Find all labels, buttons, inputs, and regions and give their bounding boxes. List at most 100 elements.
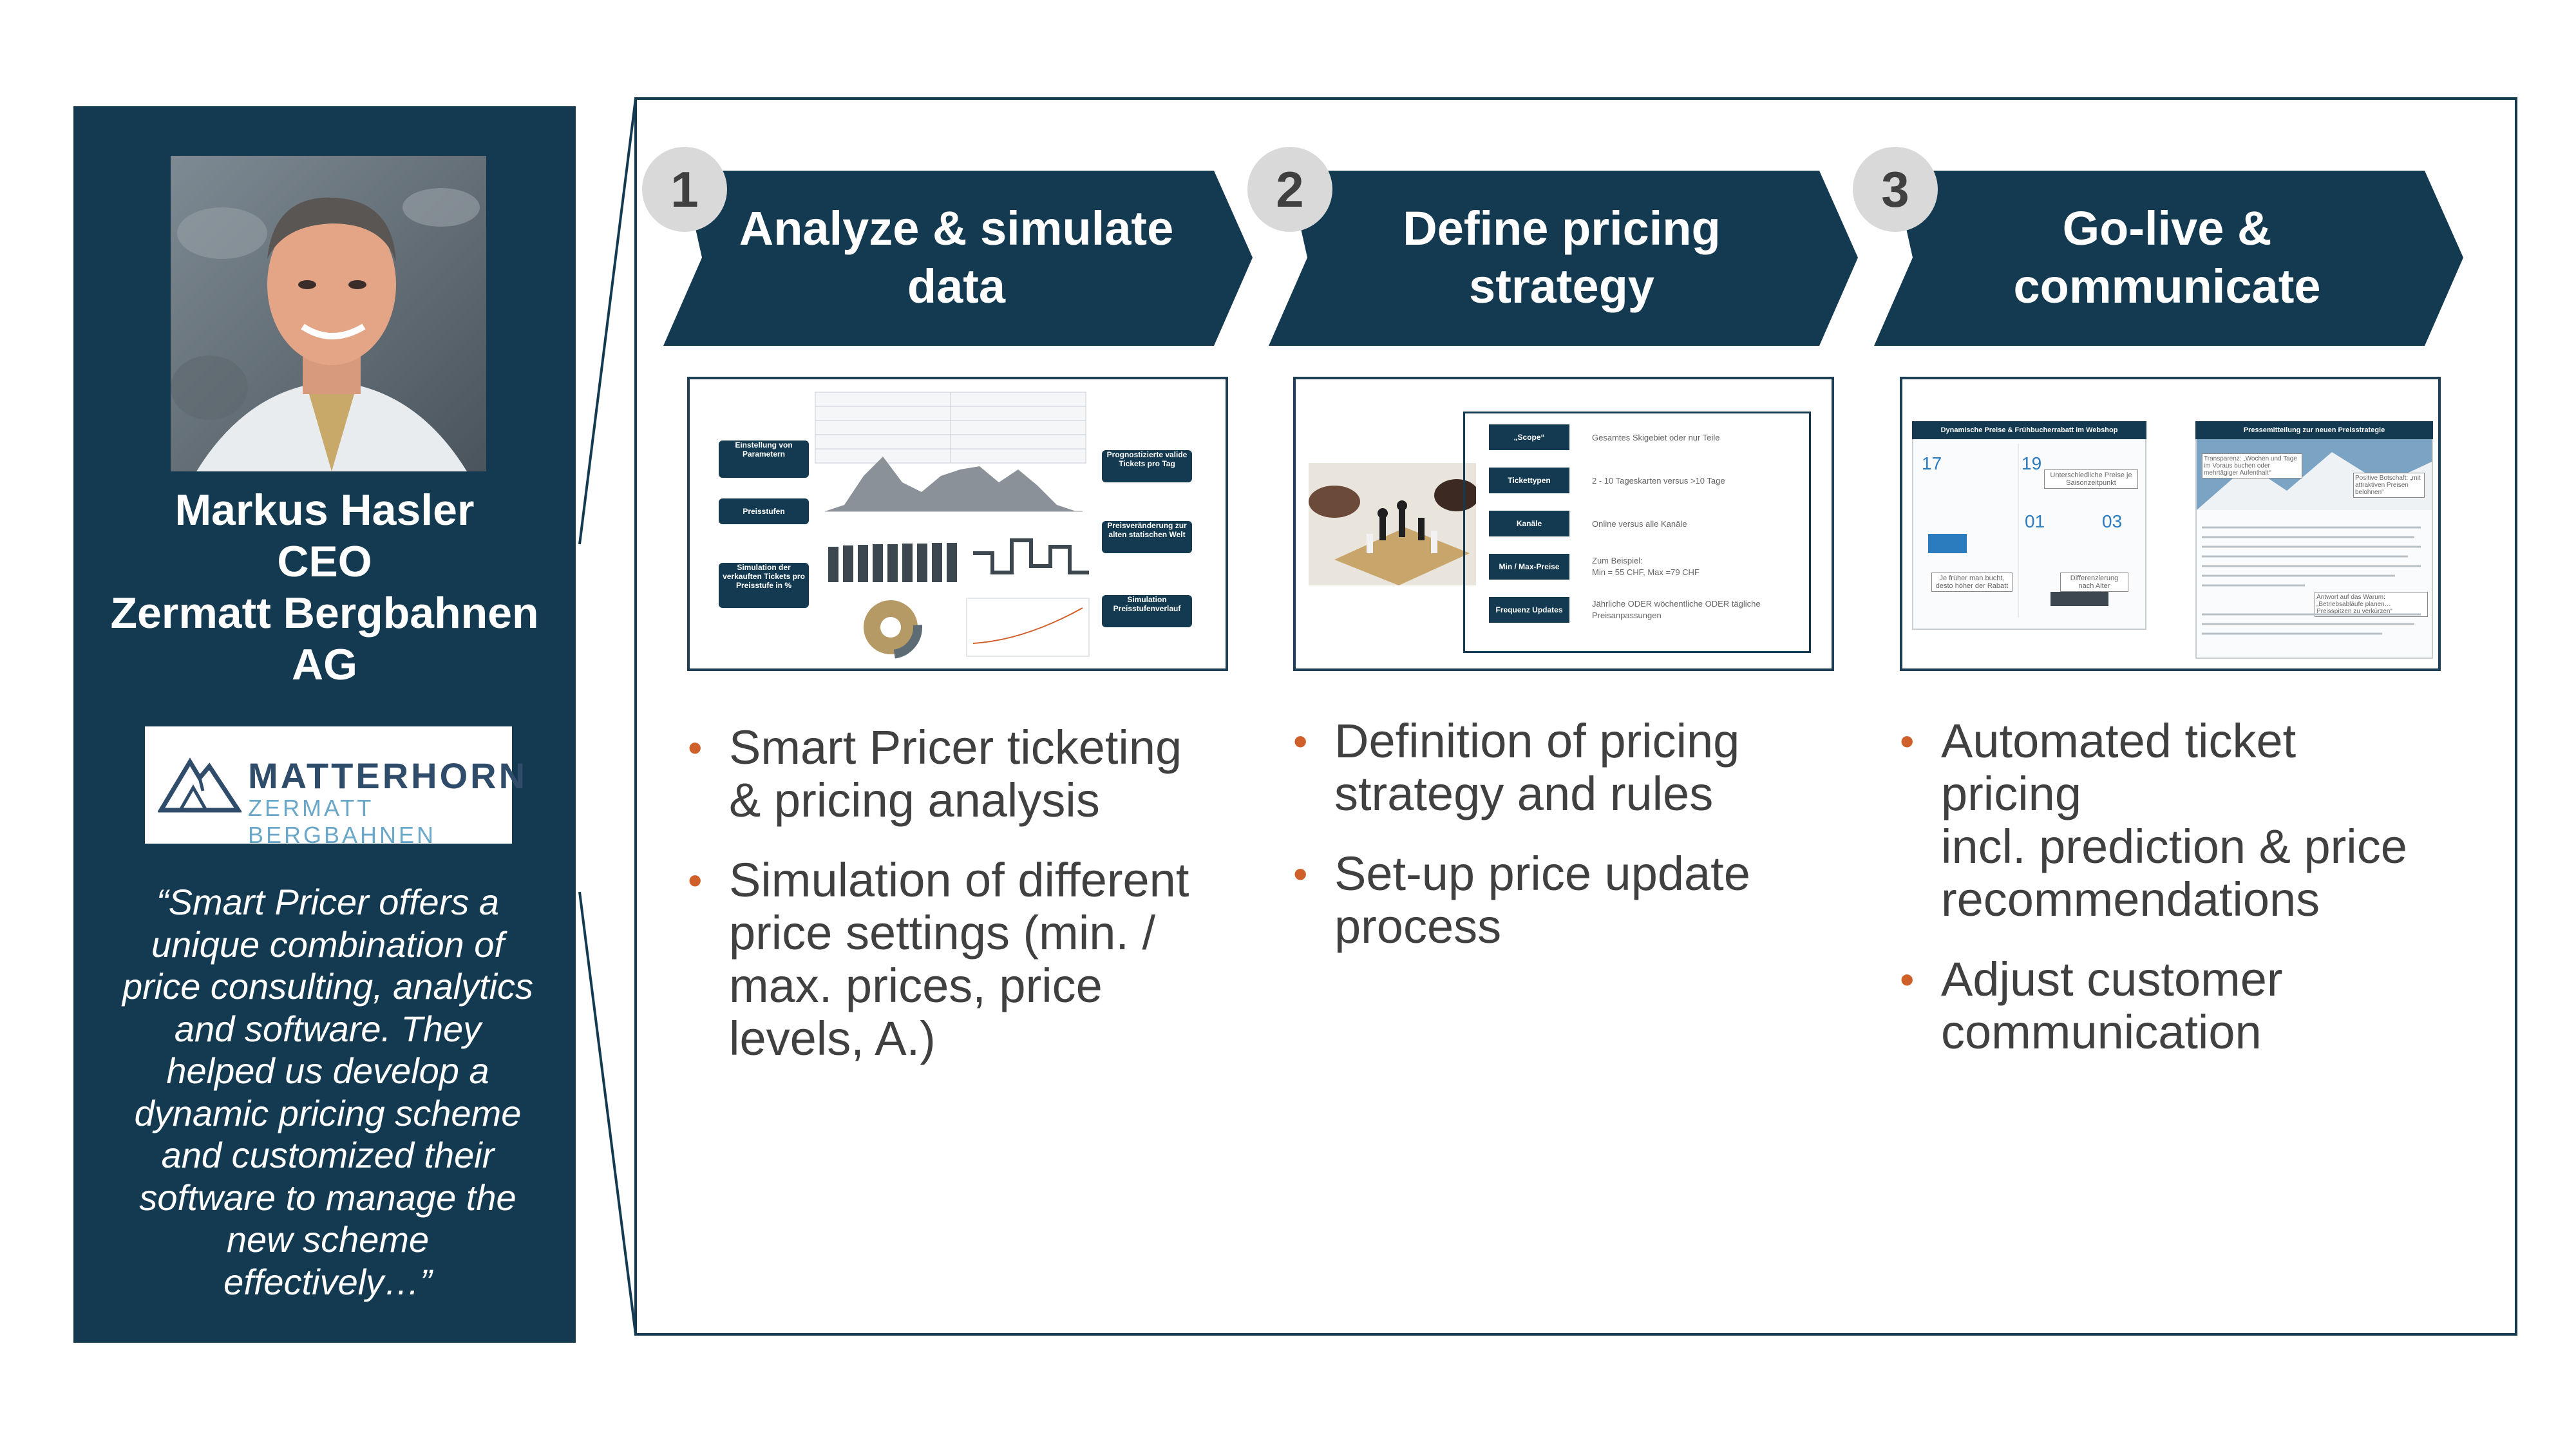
- step-3-title-line: Go-live &: [2062, 202, 2272, 255]
- quote-line: helped us develop a: [166, 1050, 489, 1091]
- callout-parameters: Einstellung von Parametern: [719, 440, 809, 478]
- webshop-note-prices: Unterschiedliche Preise je Saisonzeitpun…: [2044, 469, 2138, 489]
- bullet-line: levels, A.): [729, 1012, 936, 1065]
- webshop-calendar-graphic: 17 19 01 03: [1922, 444, 2122, 618]
- chess-photo: [1309, 463, 1476, 585]
- step-1-bullet: • Smart Pricer ticketing & pricing analy…: [688, 721, 1255, 827]
- bullet-dot-icon: •: [688, 724, 703, 771]
- step-3-bullets: • Automated ticket pricing incl. predict…: [1900, 715, 2479, 1086]
- step-2-title-line: strategy: [1469, 260, 1654, 313]
- bullet-line: strategy and rules: [1334, 767, 1714, 820]
- quote-line: software to manage the: [139, 1177, 516, 1218]
- bullet-line: & pricing analysis: [729, 773, 1100, 827]
- dashboard-graphics: [815, 392, 1090, 659]
- callout-simulation-levels: Simulation Preisstufenverlauf: [1102, 595, 1192, 627]
- step-1-number: 1: [642, 147, 727, 232]
- step-2-bullet: • Set-up price update process: [1293, 848, 1860, 953]
- step-1-bullets: • Smart Pricer ticketing & pricing analy…: [688, 721, 1255, 1092]
- logo-text-matterhorn: MATTERHORN: [248, 755, 528, 796]
- press-note-why: Antwort auf das Warum: „Betriebsabläufe …: [2315, 592, 2428, 617]
- svg-text:17: 17: [1922, 453, 1942, 473]
- strategy-tag-update-frequency: Frequenz Updates: [1489, 597, 1569, 623]
- svg-text:03: 03: [2102, 511, 2122, 531]
- step-3-chevron: [1874, 171, 2463, 346]
- svg-text:19: 19: [2022, 453, 2041, 473]
- ceo-portrait-photo: [171, 156, 486, 471]
- quote-line: effectively…”: [223, 1261, 432, 1302]
- strategy-tag-min-max: Min / Max-Preise: [1489, 554, 1569, 580]
- bullet-dot-icon: •: [1293, 718, 1308, 764]
- strategy-value-min-max-2: Min = 55 CHF, Max =79 CHF: [1592, 567, 1700, 577]
- step-2-bullets: • Definition of pricing strategy and rul…: [1293, 715, 1860, 980]
- step-2-title: Define pricing strategy: [1307, 200, 1816, 316]
- step-2-bullet: • Definition of pricing strategy and rul…: [1293, 715, 1860, 820]
- webshop-mockup-title: Dynamische Preise & Frühbucherrabatt im …: [1912, 421, 2146, 439]
- quote-line: and software. They: [174, 1008, 482, 1049]
- bullet-line: incl. prediction & price: [1941, 820, 2407, 873]
- strategy-table-thumbnail: „Scope“ Gesamtes Skigebiet oder nur Teil…: [1293, 377, 1834, 671]
- mountain-logo-icon: [158, 757, 242, 813]
- press-text-lines: [2202, 526, 2421, 635]
- person-role: CEO: [277, 537, 372, 586]
- callout-price-levels: Preisstufen: [719, 498, 809, 524]
- bullet-line: Smart Pricer ticketing: [729, 721, 1182, 774]
- testimonial-quote: “Smart Pricer offers a unique combinatio…: [106, 881, 550, 1303]
- callout-simulation-sold: Simulation der verkauften Tickets pro Pr…: [719, 563, 809, 608]
- quote-line: dynamic pricing scheme: [134, 1092, 522, 1133]
- frame-connector-bottom: [578, 891, 637, 1335]
- person-name: Markus Hasler: [175, 486, 475, 535]
- company-name-suffix: AG: [292, 640, 357, 689]
- bullet-line: pricing: [1941, 767, 2081, 820]
- step-3-number: 3: [1853, 147, 1938, 232]
- step-1-title-line: data: [907, 260, 1006, 313]
- strategy-value-frequency-1: Jährliche ODER wöchentliche ODER täglich…: [1592, 599, 1761, 609]
- strategy-value-scope: Gesamtes Skigebiet oder nur Teile: [1592, 433, 1720, 442]
- golive-thumbnail: Dynamische Preise & Frühbucherrabatt im …: [1900, 377, 2441, 671]
- matterhorn-logo: MATTERHORN ZERMATT BERGBAHNEN: [145, 726, 525, 848]
- callout-price-change: Preisveränderung zur alten statischen We…: [1102, 521, 1192, 553]
- step-1-title-line: Analyze & simulate: [739, 202, 1174, 255]
- strategy-tag-channels: Kanäle: [1489, 511, 1569, 536]
- bullet-line: Automated ticket: [1941, 714, 2297, 768]
- process-frame-border: [634, 97, 2517, 1336]
- frame-connector-top: [578, 98, 637, 545]
- step-3-title: Go-live & communicate: [1913, 200, 2421, 316]
- callout-forecast: Prognostizierte valide Tickets pro Tag: [1102, 450, 1192, 482]
- bullet-line: price settings (min. /: [729, 906, 1156, 960]
- strategy-table: [1463, 412, 1811, 653]
- strategy-value-ticket-types: 2 - 10 Tageskarten versus >10 Tage: [1592, 476, 1725, 486]
- step-3-bullet: • Automated ticket pricing incl. predict…: [1900, 715, 2479, 926]
- bullet-line: Definition of pricing: [1334, 714, 1740, 768]
- company-name: Zermatt Bergbahnen: [110, 589, 539, 638]
- press-release-title: Pressemitteilung zur neuen Preisstrategi…: [2195, 421, 2433, 439]
- bullet-line: max. prices, price: [729, 959, 1103, 1012]
- quote-line: and customized their: [161, 1135, 495, 1175]
- person-name-title: Markus Hasler CEO Zermatt Bergbahnen AG: [73, 484, 576, 690]
- step-1-bullet: • Simulation of different price settings…: [688, 854, 1255, 1065]
- step-3-bullet: • Adjust customer communication: [1900, 953, 2479, 1059]
- webshop-note-early-booking: Je früher man bucht, desto höher der Rab…: [1931, 573, 2012, 592]
- bullet-line: communication: [1941, 1005, 2262, 1059]
- bullet-line: Adjust customer: [1941, 952, 2283, 1006]
- strategy-value-frequency-2: Preisanpassungen: [1592, 611, 1662, 620]
- quote-line: price consulting, analytics: [122, 966, 534, 1007]
- bullet-dot-icon: •: [1900, 956, 1915, 1003]
- analysis-dashboard-thumbnail: Einstellung von Parametern Preisstufen S…: [687, 377, 1228, 671]
- strategy-value-min-max-1: Zum Beispiel:: [1592, 556, 1643, 565]
- step-1-title: Analyze & simulate data: [702, 200, 1211, 316]
- webshop-note-age: Differenzierung nach Alter: [2060, 573, 2128, 592]
- step-2-title-line: Define pricing: [1403, 202, 1721, 255]
- step-2-number: 2: [1247, 147, 1332, 232]
- bullet-dot-icon: •: [688, 857, 703, 904]
- bullet-dot-icon: •: [1293, 851, 1308, 897]
- quote-line: new scheme: [226, 1219, 430, 1260]
- bullet-dot-icon: •: [1900, 718, 1915, 764]
- bullet-line: Simulation of different: [729, 853, 1189, 907]
- step-3-title-line: communicate: [2013, 260, 2321, 313]
- strategy-value-channels: Online versus alle Kanäle: [1592, 519, 1687, 529]
- svg-text:01: 01: [2025, 511, 2045, 531]
- step-1-chevron: [663, 171, 1253, 346]
- quote-line: unique combination of: [151, 923, 504, 965]
- strategy-tag-ticket-types: Tickettypen: [1489, 468, 1569, 493]
